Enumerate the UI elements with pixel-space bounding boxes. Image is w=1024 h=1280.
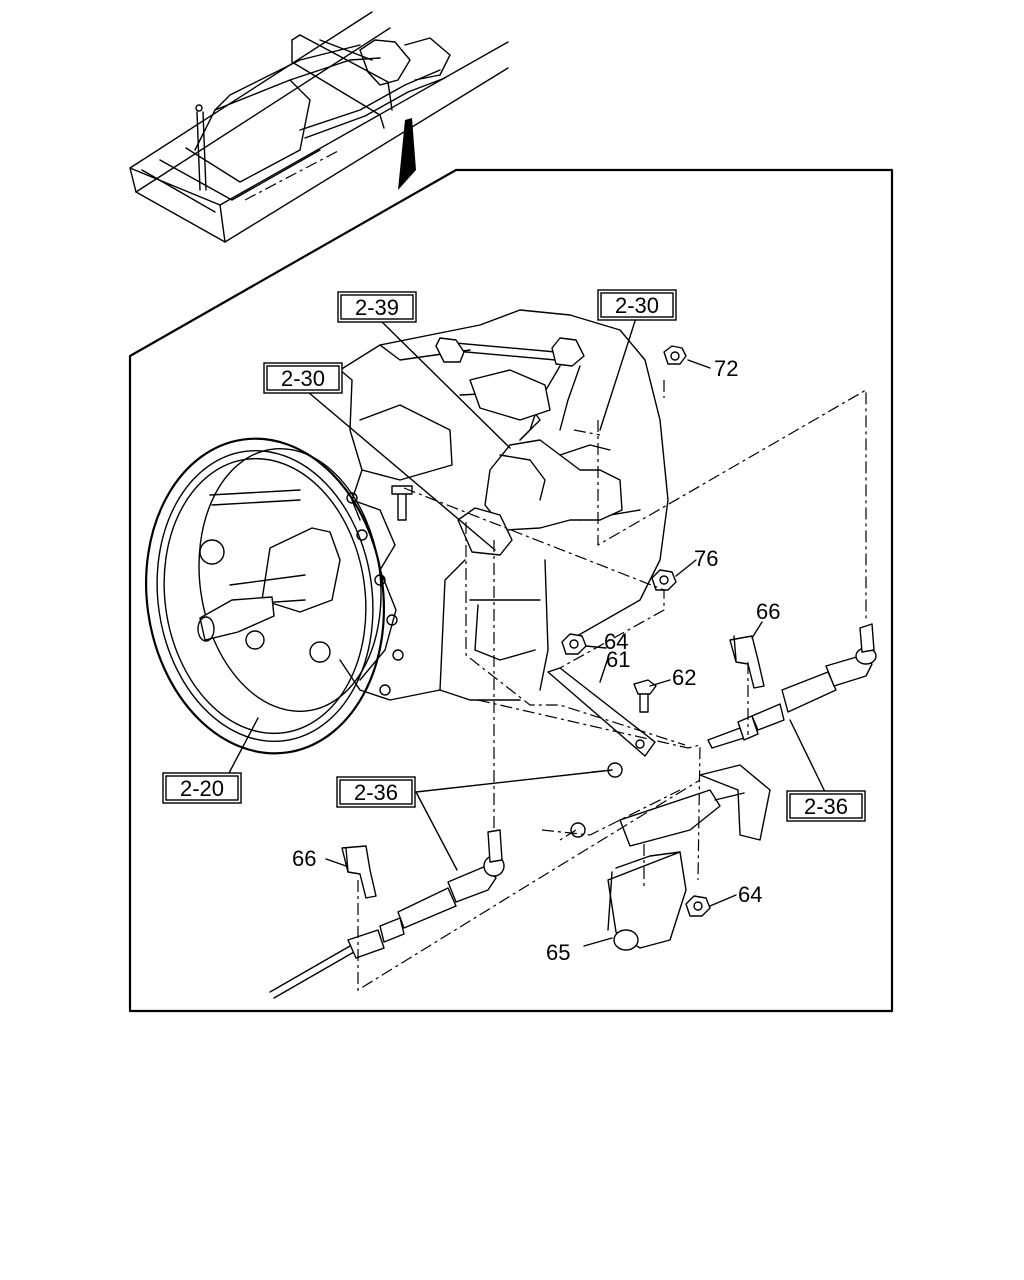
ref-label-2-36-right: 2-36	[804, 794, 848, 819]
part-number-62: 62	[672, 665, 696, 690]
clip-66-left	[341, 845, 377, 899]
assembly-lines	[357, 380, 867, 992]
part-number-66-right: 66	[756, 599, 780, 624]
stay-61	[547, 667, 656, 757]
nut-64-upper	[561, 633, 587, 655]
part-number-72: 72	[714, 356, 738, 381]
bolt-62	[633, 679, 657, 713]
bracket-65	[570, 762, 771, 951]
ref-box-2-20[interactable]: 2-20	[162, 772, 242, 804]
leader-lines	[228, 317, 827, 947]
clip-66-right	[729, 635, 765, 689]
ref-box-2-39[interactable]: 2-39	[337, 291, 417, 323]
ref-box-2-30-top[interactable]: 2-30	[597, 289, 677, 321]
nut-64-lower	[685, 895, 711, 917]
ref-label-2-39: 2-39	[355, 295, 399, 320]
ref-box-2-36-right[interactable]: 2-36	[786, 790, 866, 822]
detail-frame	[128, 168, 894, 1013]
ref-label-2-30-left: 2-30	[281, 366, 325, 391]
shift-cable-right	[707, 623, 877, 749]
part-number-64-upper: 64	[604, 629, 628, 654]
part-number-61: 61	[606, 647, 630, 672]
ref-box-2-36-left[interactable]: 2-36	[336, 776, 416, 808]
ref-box-2-30-left[interactable]: 2-30	[263, 362, 343, 394]
nut-76	[651, 569, 677, 591]
part-number-65: 65	[546, 940, 570, 965]
ref-label-2-30-top: 2-30	[615, 293, 659, 318]
shift-cable-left	[269, 829, 505, 999]
ref-label-2-36-left: 2-36	[354, 780, 398, 805]
part-number-66-left: 66	[292, 846, 316, 871]
nut-72	[663, 345, 687, 365]
part-number-76: 76	[694, 546, 718, 571]
part-number-64-lower: 64	[738, 882, 762, 907]
transmission-assembly	[144, 309, 669, 755]
vehicle-overview-inset	[129, 11, 509, 243]
ref-label-2-20: 2-20	[180, 776, 224, 801]
